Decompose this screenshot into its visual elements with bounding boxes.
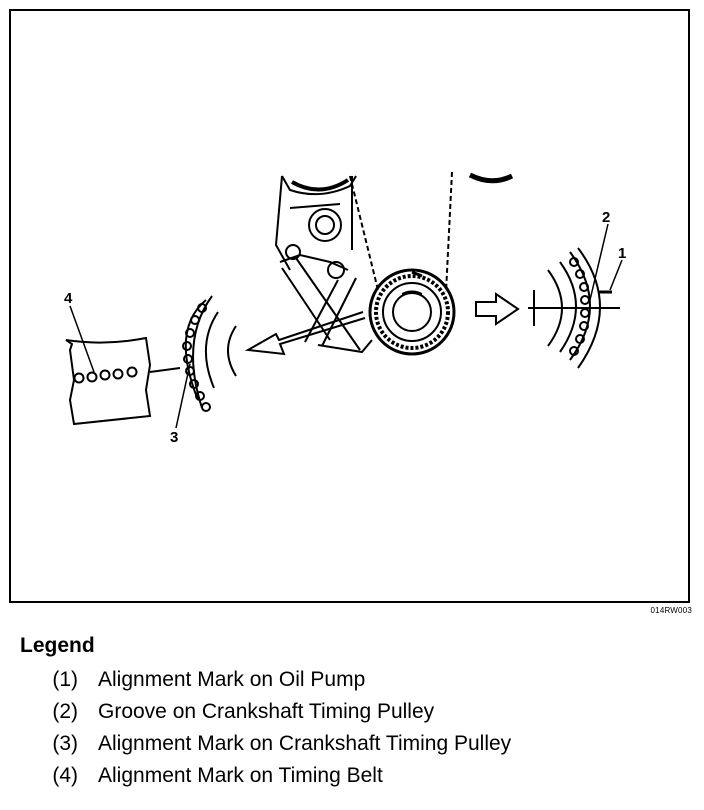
legend: Legend (1) Alignment Mark on Oil Pump (2…	[20, 634, 511, 792]
callout-2: 2	[602, 209, 610, 226]
crankshaft-timing-pulley	[368, 268, 456, 356]
legend-item: (3) Alignment Mark on Crankshaft Timing …	[20, 728, 511, 760]
callout-1: 1	[618, 245, 626, 262]
engine-upper-assembly	[274, 172, 514, 354]
legend-item-number: (4)	[52, 764, 78, 787]
timing-belt-diagram: 4 3 2 1	[64, 171, 626, 446]
figure-code: 014RW003	[650, 606, 692, 615]
legend-item: (4) Alignment Mark on Timing Belt	[20, 760, 511, 792]
left-detail-view	[65, 295, 237, 426]
callout-3: 3	[170, 429, 178, 446]
legend-title: Legend	[20, 634, 95, 657]
legend-item-text: Groove on Crankshaft Timing Pulley	[98, 700, 435, 723]
legend-item: (1) Alignment Mark on Oil Pump	[20, 664, 511, 696]
legend-item-text: Alignment Mark on Timing Belt	[98, 764, 383, 787]
legend-item-text: Alignment Mark on Crankshaft Timing Pull…	[98, 732, 512, 755]
legend-item-number: (2)	[52, 700, 78, 723]
legend-item-number: (1)	[52, 668, 78, 691]
legend-item-number: (3)	[52, 732, 78, 755]
legend-item: (2) Groove on Crankshaft Timing Pulley	[20, 696, 511, 728]
right-detail-view	[528, 247, 620, 369]
callout-4: 4	[64, 290, 73, 307]
legend-item-text: Alignment Mark on Oil Pump	[98, 668, 366, 691]
